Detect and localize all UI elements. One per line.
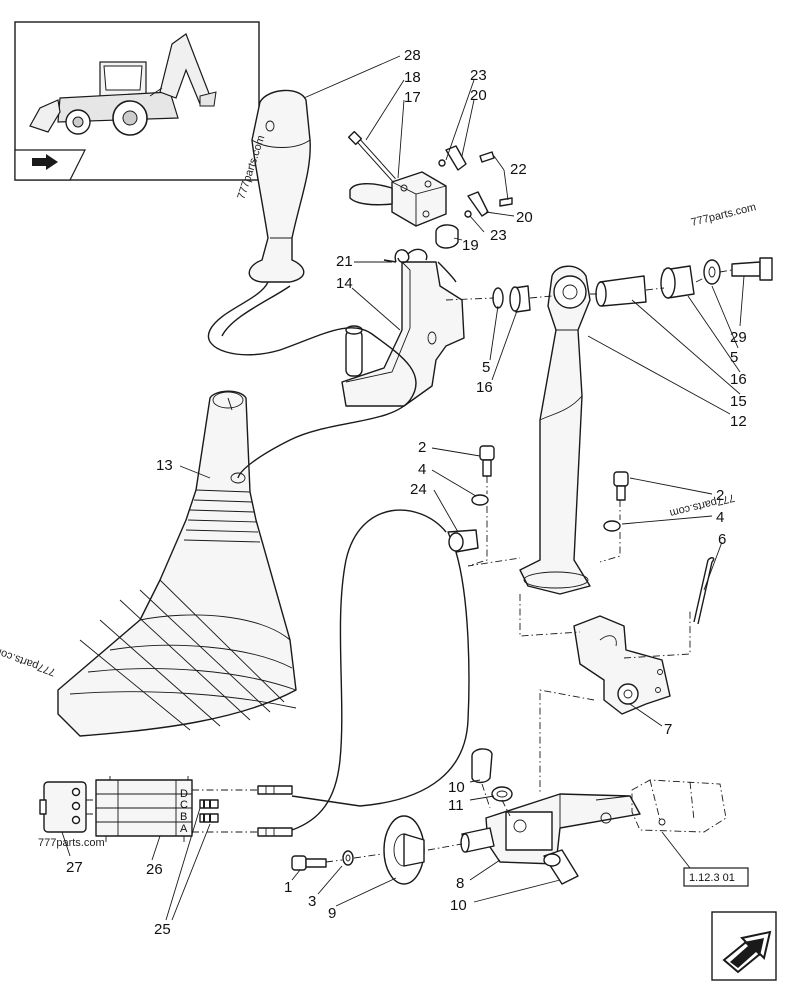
callout-1: 1	[284, 879, 292, 896]
callout-8: 8	[456, 875, 464, 892]
connector-letter-a: A	[180, 823, 188, 835]
lower-lever-8	[460, 793, 641, 885]
callout-21: 21	[336, 253, 353, 270]
watermark-4: 777parts.com	[0, 644, 57, 678]
watermark-3: 777parts.com	[668, 491, 736, 519]
callout-2-left: 2	[418, 439, 426, 456]
callout-7: 7	[664, 721, 672, 738]
callout-9: 9	[328, 905, 336, 922]
callout-17: 17	[404, 89, 421, 106]
arrow-icon	[32, 154, 58, 170]
backhoe-loader-icon	[29, 33, 217, 136]
connector-letter-c: C	[180, 799, 188, 811]
callout-16-right: 16	[730, 371, 747, 388]
reference-box-label: 1.12.3 01	[689, 872, 735, 884]
callout-15: 15	[730, 393, 747, 410]
callout-27: 27	[66, 859, 83, 876]
callout-10-top: 10	[448, 779, 465, 796]
dust-cover-9	[383, 815, 425, 885]
bushings-and-washers	[492, 257, 773, 313]
callout-28: 28	[404, 47, 421, 64]
callout-20-top: 20	[470, 87, 487, 104]
connector-letter-d: D	[180, 788, 188, 800]
reference-box: 1.12.3 01	[661, 831, 749, 887]
callout-22: 22	[510, 161, 527, 178]
callout-5-right: 5	[730, 349, 738, 366]
callout-11: 11	[448, 797, 464, 814]
machine-thumbnail-inset	[14, 21, 260, 181]
callout-19: 19	[462, 237, 479, 254]
callout-leader-lines	[61, 55, 745, 921]
callout-6: 6	[718, 531, 726, 548]
clip-plates-20	[438, 145, 513, 218]
callout-29: 29	[730, 329, 747, 346]
connector-housing-26	[95, 776, 193, 842]
callout-12: 12	[730, 413, 747, 430]
callout-24: 24	[410, 481, 427, 498]
washer-3	[342, 850, 354, 866]
callout-14: 14	[336, 275, 353, 292]
callout-13: 13	[156, 457, 173, 474]
lever-bracket-14	[341, 248, 465, 407]
pivot-lever-12	[519, 265, 591, 595]
watermark-5: 777parts.com	[38, 837, 105, 849]
reference-part-outline	[631, 779, 727, 833]
watermark-2: 777parts.com	[690, 201, 758, 229]
rubber-boot-13	[57, 390, 297, 737]
callout-4-right: 4	[716, 509, 724, 526]
callout-4-left: 4	[418, 461, 426, 478]
callout-23-top: 23	[470, 67, 487, 84]
bolt-18	[347, 130, 396, 182]
bolts-2	[471, 445, 629, 532]
callout-20-lower: 20	[516, 209, 533, 226]
callout-25: 25	[154, 921, 171, 938]
wire-terminals	[257, 785, 293, 837]
pin-10	[471, 748, 513, 802]
callout-23-lower: 23	[490, 227, 507, 244]
cable-clamp-24	[447, 529, 479, 553]
callout-5-left: 5	[482, 359, 490, 376]
valve-body-17	[349, 171, 459, 249]
joystick-handle-28	[248, 89, 311, 283]
bolt-1	[291, 855, 327, 871]
linkage-bracket-7	[573, 615, 671, 715]
next-page-arrow-icon[interactable]	[711, 911, 777, 981]
callout-16-left: 16	[476, 379, 493, 396]
callout-18: 18	[404, 69, 421, 86]
callout-26: 26	[146, 861, 163, 878]
terminal-pins-25	[199, 799, 219, 823]
callout-10-bottom: 10	[450, 897, 467, 914]
callout-3: 3	[308, 893, 316, 910]
callout-2-right: 2	[716, 487, 724, 504]
connector-plug-27	[39, 781, 87, 833]
split-pin-6	[693, 557, 715, 625]
connector-letter-b: B	[180, 811, 187, 823]
